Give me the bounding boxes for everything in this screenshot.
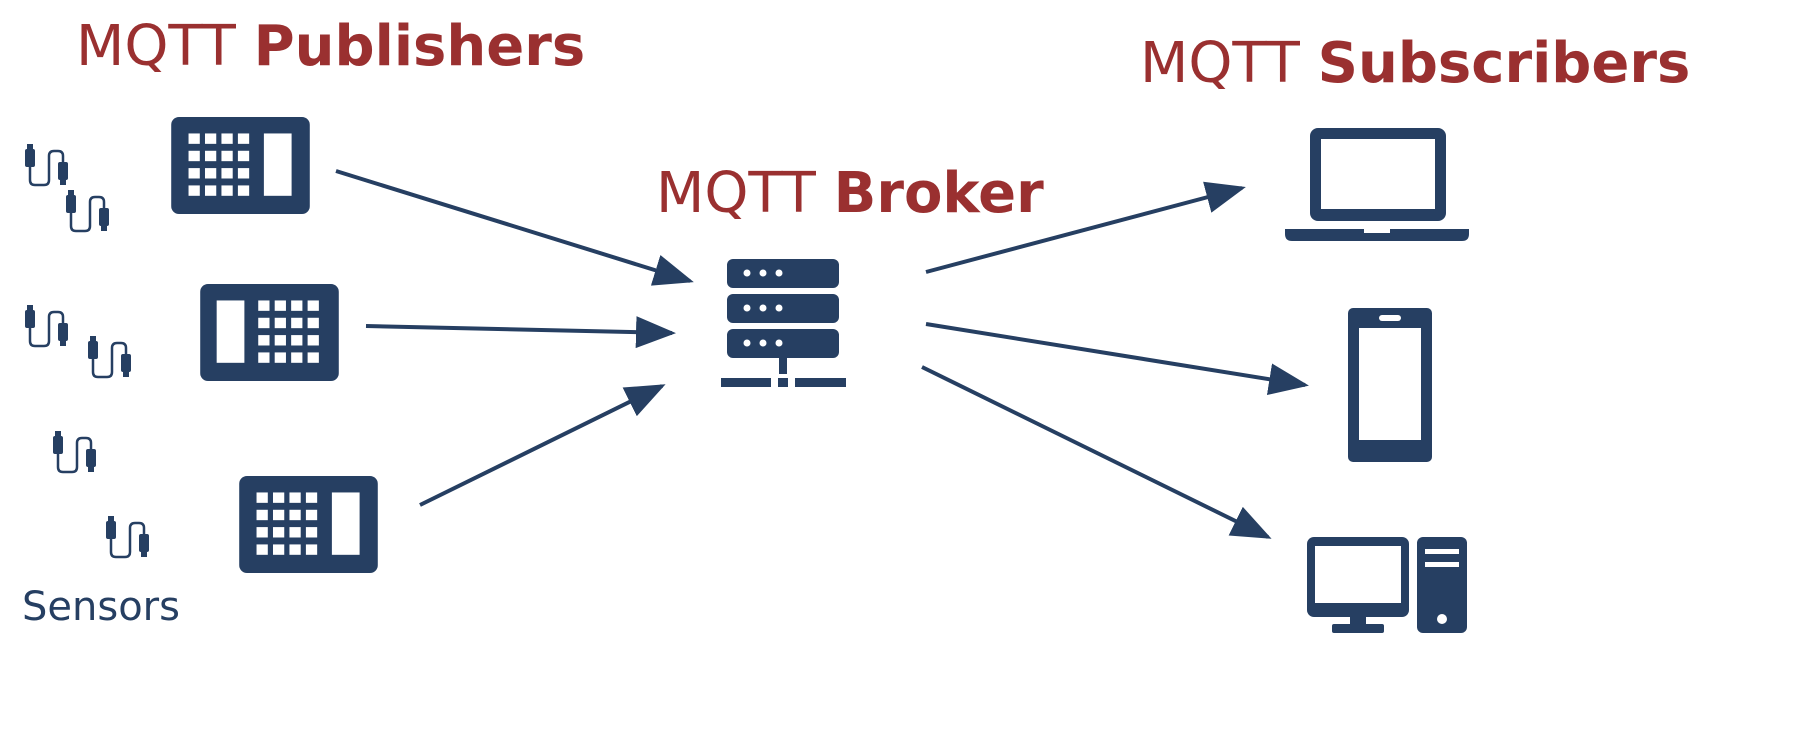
publish-arrow	[365, 316, 676, 349]
sensor-cable-icon	[24, 303, 70, 348]
desktop-computer-icon	[1307, 537, 1467, 633]
publishers-title: MQTT Publishers	[76, 14, 585, 79]
server-icon	[721, 259, 846, 387]
laptop-icon	[1285, 128, 1469, 241]
sensors-label: Sensors	[22, 584, 180, 630]
subscribe-arrow	[925, 322, 1309, 396]
sensor-cable-icon	[24, 142, 70, 187]
broker-title: MQTT Broker	[656, 161, 1044, 226]
publish-arrow	[419, 384, 666, 507]
sensor-cable-icon	[65, 188, 111, 233]
subscribe-arrow	[921, 365, 1272, 539]
sensor-group	[24, 142, 151, 559]
gateway-icon	[200, 284, 339, 381]
gateway-icon	[239, 476, 378, 573]
publish-arrow	[335, 169, 694, 286]
sensor-cable-icon	[87, 334, 133, 379]
sensor-cable-icon	[52, 429, 98, 474]
subscribers-title: MQTT Subscribers	[1140, 31, 1690, 96]
sensor-cable-icon	[105, 514, 151, 559]
subscribe-arrow	[925, 181, 1246, 274]
gateway-icon	[171, 117, 310, 214]
smartphone-icon	[1348, 308, 1432, 462]
